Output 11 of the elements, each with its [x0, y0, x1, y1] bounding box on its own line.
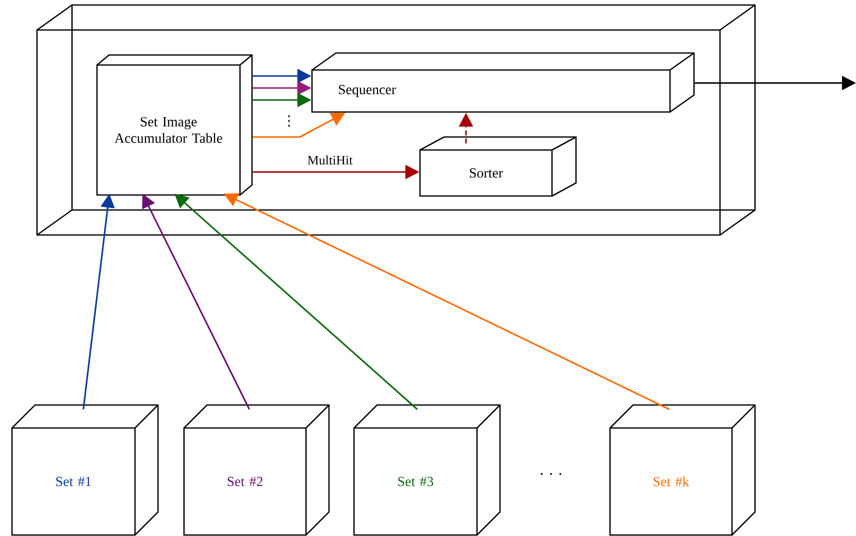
- set-box: Set #1: [11, 404, 159, 536]
- set-box: Set #2: [183, 404, 330, 536]
- set-box: Set #k: [609, 404, 756, 536]
- table-box: Set Image Accumulator Table: [96, 54, 253, 196]
- frame-box: [36, 4, 756, 236]
- process-box: Sequencer: [311, 52, 695, 113]
- set-box: Set #3: [353, 404, 501, 536]
- ellipsis: ⋮: [288, 115, 290, 127]
- edge-label: MultiHit: [308, 155, 353, 165]
- ellipsis: . . .: [540, 473, 562, 475]
- process-box: Sorter: [419, 136, 577, 197]
